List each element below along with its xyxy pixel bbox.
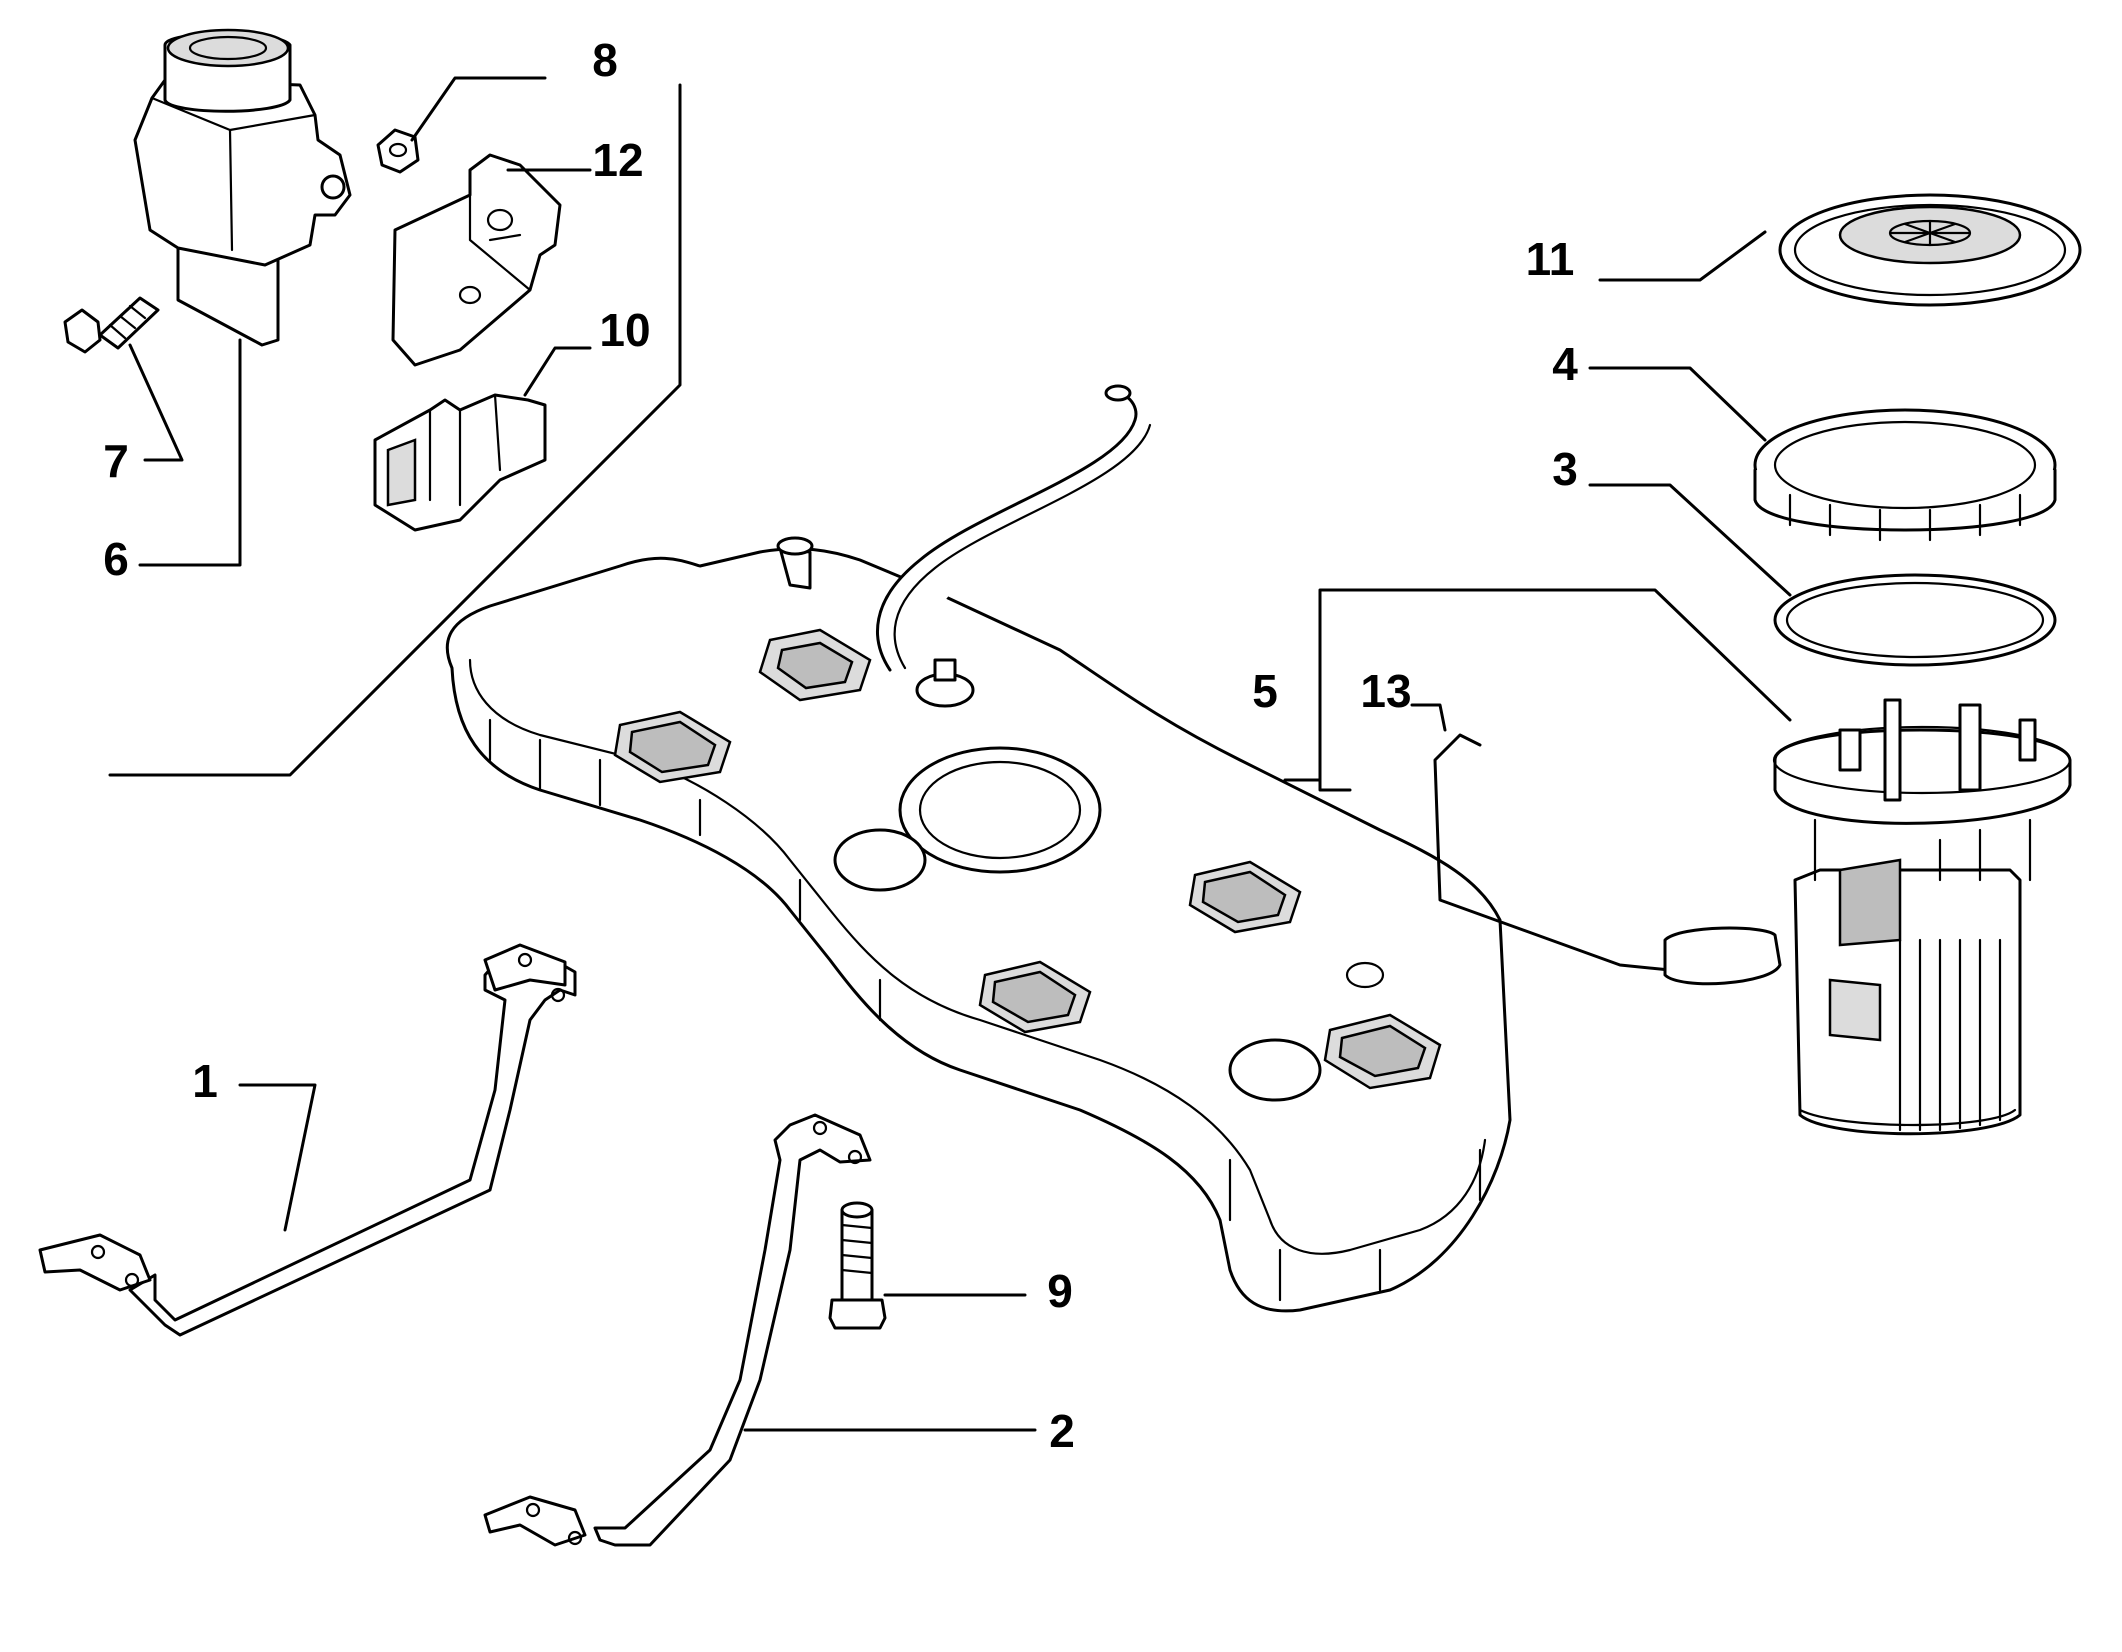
callout-11: 11 xyxy=(1526,233,1575,285)
fuel-pump-module-5 xyxy=(1772,698,2072,1136)
callout-8: 8 xyxy=(592,34,618,86)
bolt-9 xyxy=(828,1201,887,1330)
level-sender-13 xyxy=(1433,733,1782,986)
leader-lines xyxy=(108,76,1792,1432)
tank-strap-2 xyxy=(483,1113,872,1547)
callout-9: 9 xyxy=(1047,1265,1073,1317)
bracket-12 xyxy=(391,153,562,367)
clip-10 xyxy=(373,393,547,532)
callout-2: 2 xyxy=(1049,1405,1075,1457)
fuel-tank xyxy=(445,384,1512,1313)
callout-5: 5 xyxy=(1252,665,1278,717)
lock-ring-4 xyxy=(1753,408,2057,542)
callout-4: 4 xyxy=(1552,338,1578,390)
tank-strap-1 xyxy=(38,943,577,1337)
valve-6 xyxy=(133,28,352,347)
callout-1: 1 xyxy=(192,1055,218,1107)
callout-6: 6 xyxy=(103,533,129,585)
callout-13: 13 xyxy=(1360,665,1411,717)
cover-11 xyxy=(1778,193,2082,307)
callout-12: 12 xyxy=(592,134,643,186)
callout-3: 3 xyxy=(1552,443,1578,495)
bolt-7 xyxy=(63,296,160,354)
callout-7: 7 xyxy=(103,435,129,487)
callout-labels: 1 2 3 4 5 6 7 8 9 10 11 12 13 xyxy=(103,34,1578,1457)
callout-10: 10 xyxy=(599,304,650,356)
seal-ring-3 xyxy=(1773,573,2057,667)
nut-8 xyxy=(376,128,420,174)
